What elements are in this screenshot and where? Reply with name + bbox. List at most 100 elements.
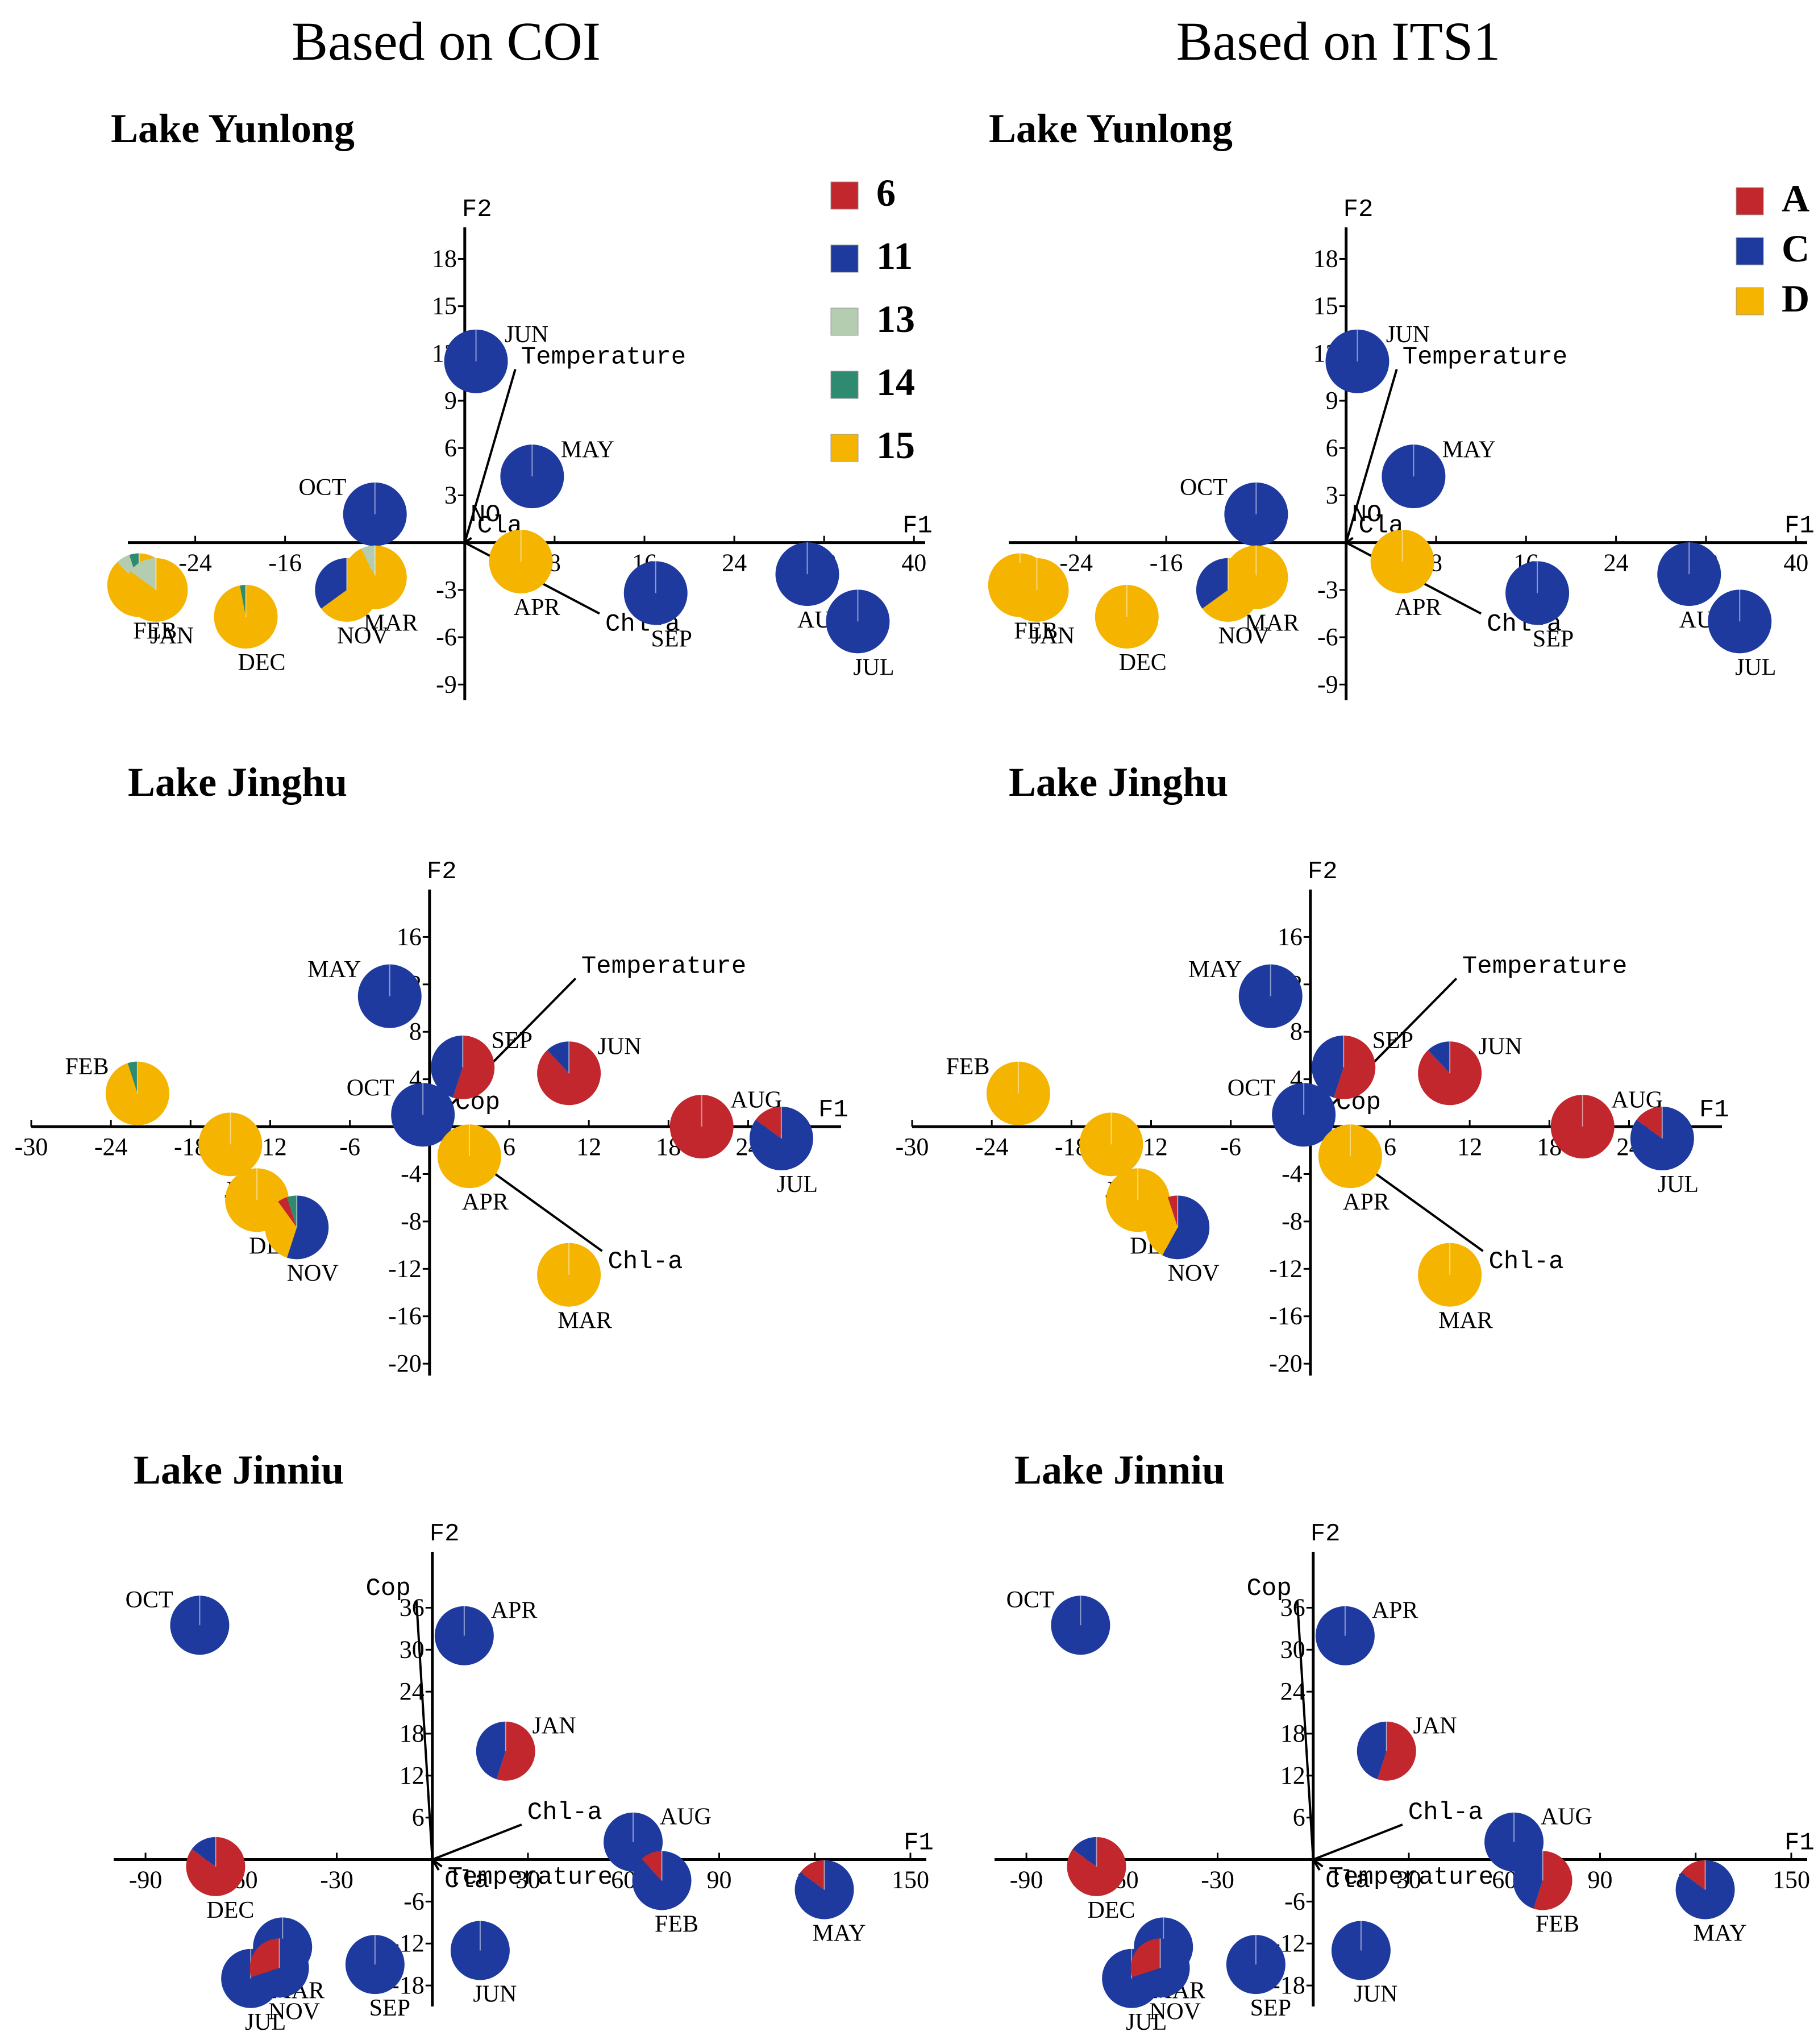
x-tick-label: 40 <box>901 549 926 577</box>
env-vector-label: Chl-a <box>527 1798 602 1827</box>
pie-slice <box>537 1041 601 1106</box>
pie-slice <box>251 1938 309 1998</box>
pie-slice <box>127 1061 138 1094</box>
site-pie-aug: AUG <box>669 1087 782 1159</box>
y-axis-label: F2 <box>1343 196 1374 224</box>
env-vector-label: Temperature <box>581 952 746 981</box>
site-pie-jun: JUN <box>1325 322 1430 393</box>
site-label: SEP <box>1250 1995 1291 2021</box>
site-label: MAR <box>364 610 418 637</box>
site-label: MAR <box>1438 1308 1493 1334</box>
site-pie-dec: DEC <box>1067 1837 1135 1923</box>
panel-title: Lake Jinghu <box>1009 759 1228 805</box>
site-label: SEP <box>651 626 692 652</box>
y-tick-label: 6 <box>1326 434 1338 462</box>
legend-swatch-D <box>1736 287 1764 315</box>
site-pie-may: MAY <box>794 1860 866 1946</box>
env-vector-label: Cop <box>1247 1574 1292 1603</box>
pie-slice <box>1681 1860 1705 1890</box>
panel-title: Lake Jinniu <box>134 1447 344 1493</box>
legend-swatch-11 <box>830 244 859 273</box>
site-pie-may: MAY <box>307 957 422 1028</box>
site-pie-dec: DEC <box>1095 585 1167 676</box>
pie-slice <box>130 558 156 590</box>
panel-1: Lake YunlongF1F2-24-16-8816243240-9-6-33… <box>988 106 1815 700</box>
site-pie-apr: APR <box>1315 1597 1418 1665</box>
x-tick-label: -6 <box>1220 1133 1241 1161</box>
pie-slice <box>476 1721 506 1780</box>
legend-swatch-6 <box>830 181 859 210</box>
env-vector-label: Chl-a <box>1489 1248 1564 1276</box>
env-vector <box>1345 369 1398 543</box>
site-pie-jul: JUL <box>1630 1106 1699 1198</box>
pie-slice <box>431 1035 463 1098</box>
site-pie-nov: NOV <box>265 1195 339 1286</box>
pie-slice <box>1072 1837 1097 1867</box>
x-tick-label: -24 <box>178 549 212 577</box>
pie-slice <box>265 1202 297 1258</box>
env-vector-label: Chl-a <box>1408 1798 1483 1827</box>
env-vector-label: Cla <box>1325 1867 1370 1895</box>
column-title-its1: Based on ITS1 <box>1176 11 1501 72</box>
site-label: JAN <box>1413 1713 1457 1739</box>
site-label: JAN <box>532 1713 576 1739</box>
y-tick-label: 36 <box>400 1593 425 1621</box>
site-pie-oct: OCT <box>347 1075 455 1147</box>
y-tick-label: 8 <box>1290 1017 1303 1045</box>
site-pie-may: MAY <box>500 437 614 509</box>
site-label: NOV <box>337 623 389 649</box>
y-tick-label: -9 <box>1317 670 1338 698</box>
site-label: FEB <box>946 1054 989 1080</box>
pie-slice <box>1167 1195 1178 1228</box>
env-vector-label: Temperature <box>1329 1863 1493 1892</box>
site-pie-jan: JAN <box>476 1713 576 1781</box>
pie-slice <box>192 1837 216 1867</box>
x-axis-label: F1 <box>1699 1096 1729 1124</box>
site-label: JUL <box>853 654 894 680</box>
env-vector <box>464 537 472 544</box>
x-tick-label: 24 <box>722 549 747 577</box>
site-label: DEC <box>1119 650 1167 676</box>
legend-label-14: 14 <box>876 360 915 404</box>
pie-slice <box>1428 1041 1450 1074</box>
pie-slice <box>1202 558 1260 622</box>
x-axis-label: F1 <box>902 512 933 541</box>
site-label: MAY <box>307 957 361 983</box>
site-pie-oct: OCT <box>298 475 407 546</box>
site-label: FEB <box>655 1911 698 1937</box>
x-tick-label: -30 <box>15 1133 48 1161</box>
site-pie-apr: APR <box>437 1124 509 1215</box>
y-tick-label: -3 <box>1317 576 1338 604</box>
x-tick-label: -16 <box>1150 549 1183 577</box>
site-label: DEC <box>238 650 285 676</box>
site-pie-mar: MAR <box>537 1243 612 1334</box>
y-tick-label: 12 <box>1280 1762 1305 1789</box>
panel-title: Lake Jinghu <box>128 759 347 805</box>
pie-slice <box>286 1195 297 1228</box>
site-pie-jan: JAN <box>1357 1713 1457 1781</box>
legend-swatch-A <box>1736 187 1764 215</box>
legend-label-11: 11 <box>876 234 913 277</box>
env-vector <box>1296 1601 1314 1860</box>
pie-slice <box>547 1041 569 1074</box>
site-pie-dec: DEC <box>186 1837 254 1923</box>
site-label: AUG <box>1541 1804 1592 1830</box>
legend-swatch-13 <box>830 308 859 336</box>
x-tick-label: -16 <box>268 549 302 577</box>
pie-slice <box>1162 1195 1210 1260</box>
env-vector <box>1345 537 1354 544</box>
y-tick-label: 12 <box>400 1762 425 1789</box>
env-vector <box>431 1859 440 1871</box>
site-pie-feb: FEB <box>946 1054 1050 1125</box>
column-title-coi: Based on COI <box>292 11 601 72</box>
site-label: JUN <box>473 1981 517 2008</box>
site-pie-feb: FEB <box>632 1851 698 1937</box>
env-vector <box>1312 1859 1321 1871</box>
y-tick-label: -4 <box>1282 1160 1303 1187</box>
legend-label-D: D <box>1782 277 1809 320</box>
site-pie-sep: SEP <box>345 1935 410 2021</box>
y-tick-label: -16 <box>388 1302 422 1330</box>
legend-its1: ACD <box>1736 177 1809 320</box>
